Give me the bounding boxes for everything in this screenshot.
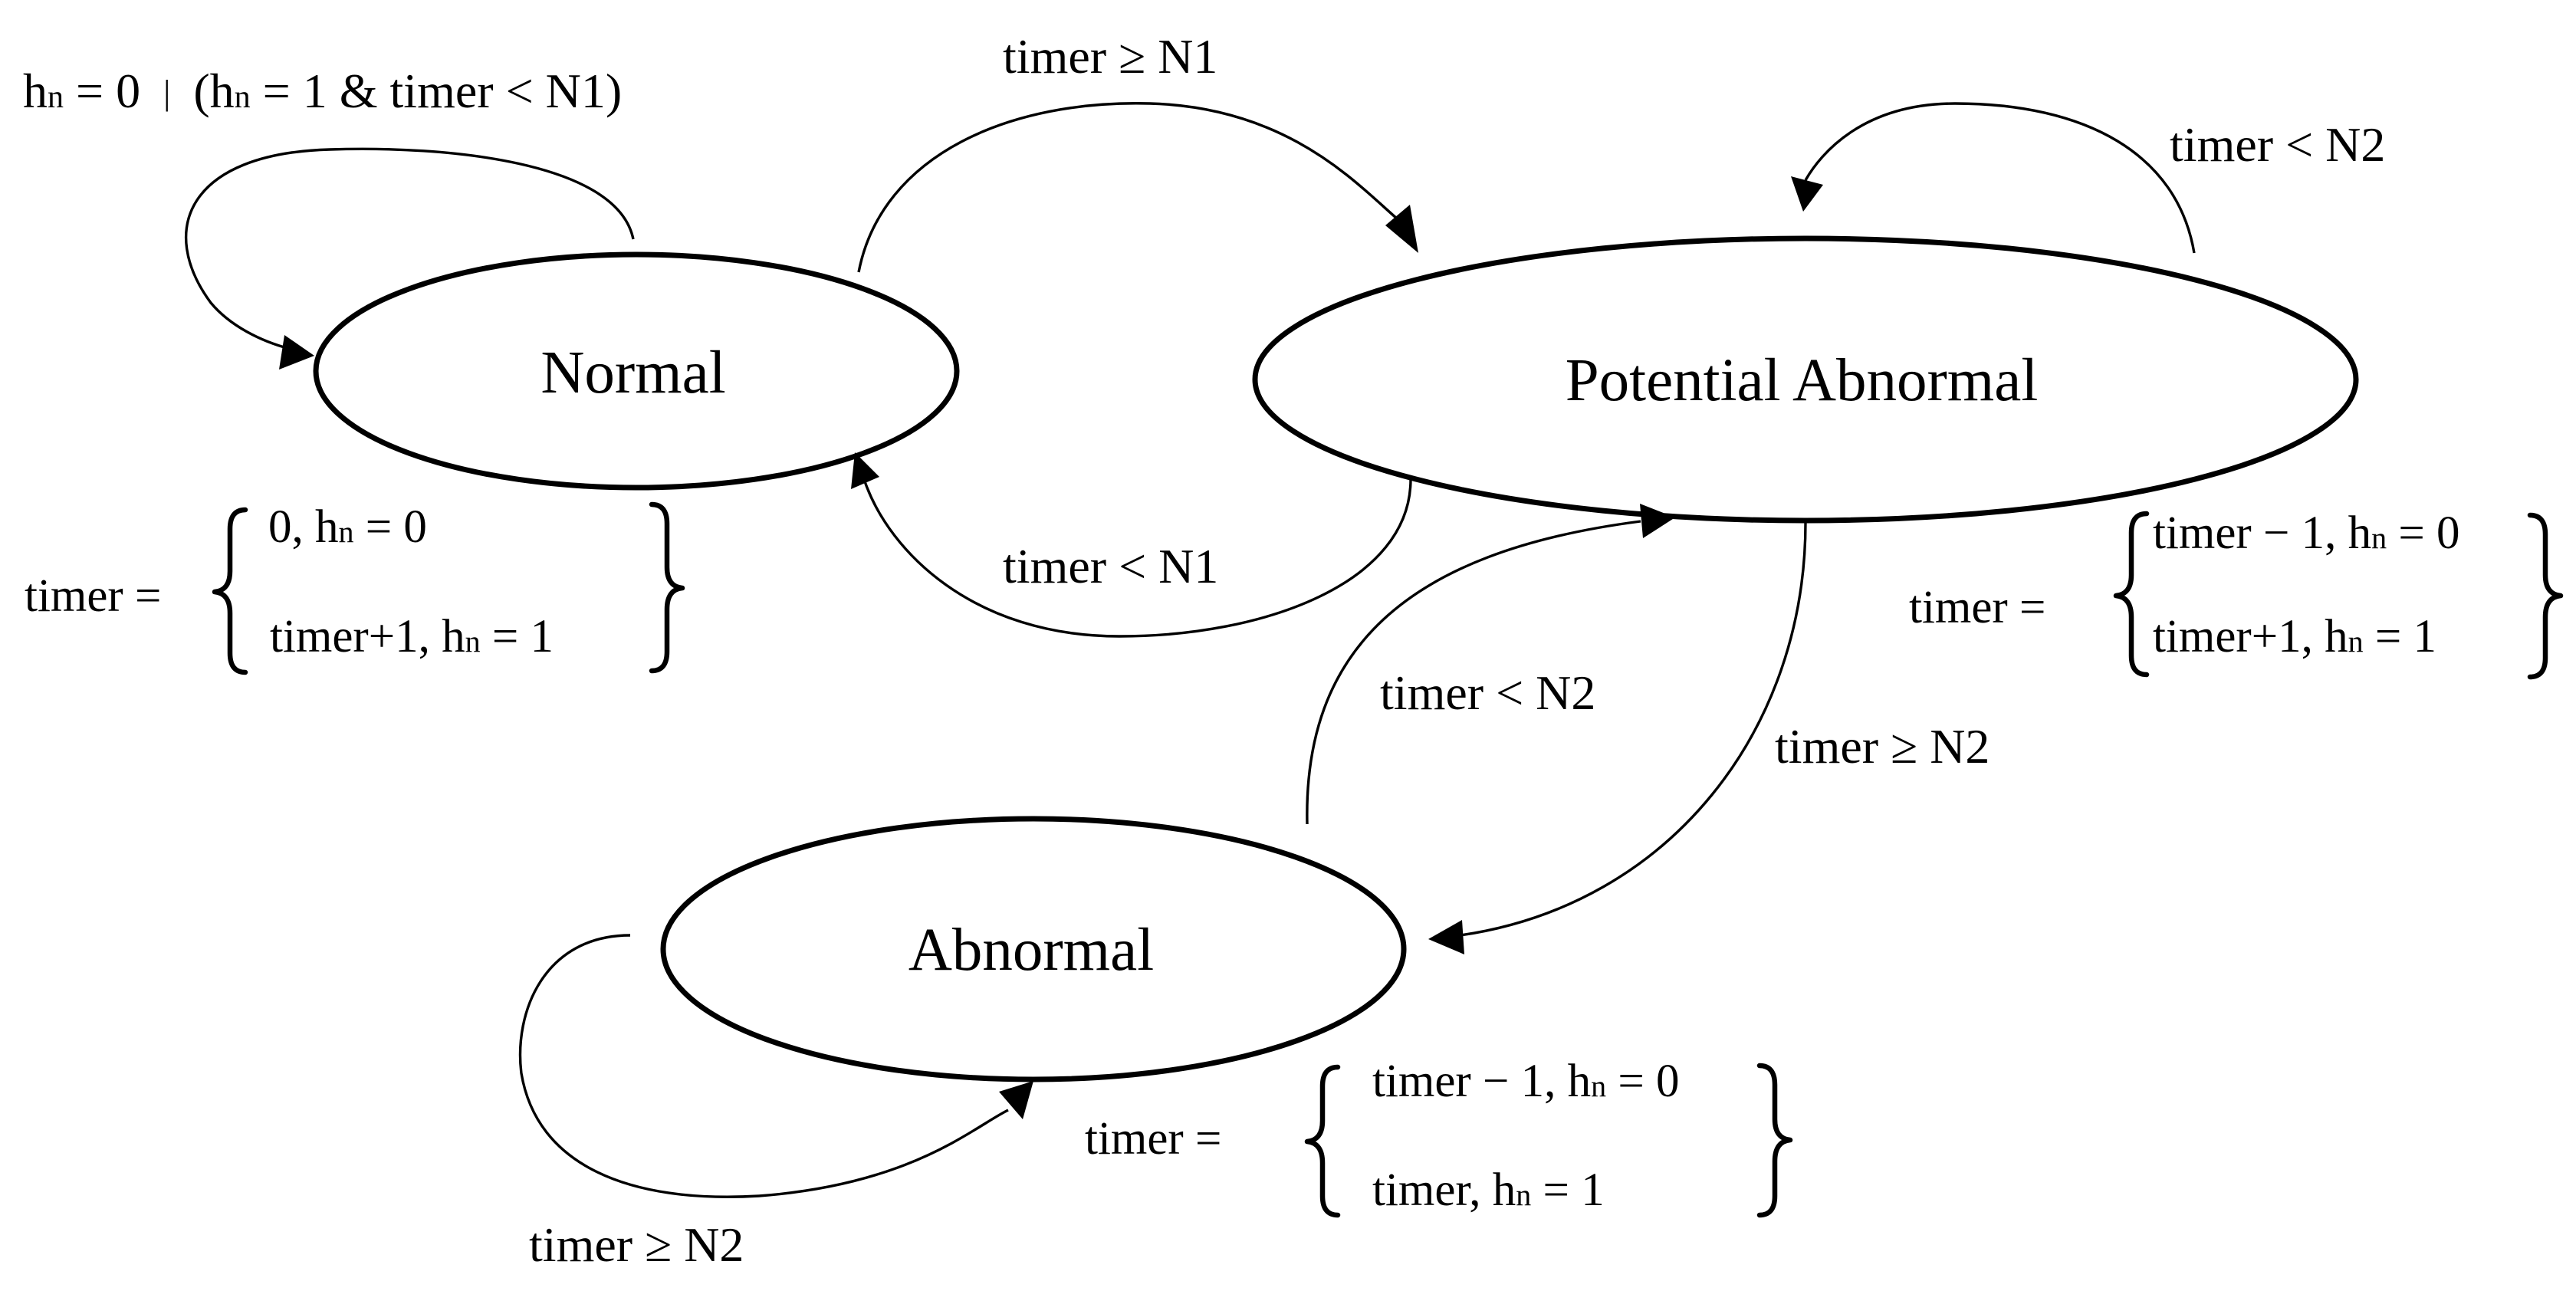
state-normal: Normal bbox=[313, 251, 960, 491]
transition-potential-to-normal bbox=[851, 452, 1412, 638]
transition-potential-to-normal-arc bbox=[863, 478, 1412, 638]
transition-potential-to-abnormal bbox=[1428, 522, 1807, 954]
transition-normal-self bbox=[185, 147, 635, 370]
transition-abnormal-to-potential-arc bbox=[1306, 520, 1641, 825]
state-potential-abnormal-ellipse bbox=[1252, 235, 2359, 524]
transition-abnormal-to-potential bbox=[1306, 504, 1675, 825]
timer-rule-potential-abnormal-lhs: timer = bbox=[1909, 582, 2045, 633]
transition-potential-to-abnormal-arc bbox=[1460, 522, 1807, 937]
state-abnormal: Abnormal bbox=[660, 816, 1407, 1082]
timer-rule-abnormal: timer = timer − 1, hn = 0 timer, hn = 1 bbox=[1085, 1056, 1793, 1218]
timer-rule-potential-abnormal-right-brace bbox=[2527, 512, 2564, 680]
state-normal-ellipse bbox=[313, 251, 960, 491]
transition-potential-to-abnormal-label: timer ≥ N2 bbox=[1775, 719, 1990, 774]
transition-potential-to-normal-arrow bbox=[851, 452, 879, 489]
timer-rule-normal: timer = 0, hn = 0 timer+1, hn = 1 bbox=[25, 501, 685, 675]
timer-rule-abnormal-case1: timer − 1, hn = 0 bbox=[1372, 1056, 1680, 1107]
transition-abnormal-self-arrow bbox=[999, 1081, 1033, 1119]
timer-rule-normal-case1: 0, hn = 0 bbox=[268, 501, 427, 553]
transition-potential-to-normal-label: timer < N1 bbox=[1003, 539, 1218, 593]
state-abnormal-ellipse bbox=[660, 816, 1407, 1082]
timer-rule-potential-abnormal-case2: timer+1, hn = 1 bbox=[2153, 611, 2436, 662]
transition-abnormal-to-potential-label: timer < N2 bbox=[1380, 665, 1595, 720]
transition-normal-to-potential-label: timer ≥ N1 bbox=[1003, 29, 1217, 84]
transition-abnormal-self-arc bbox=[518, 934, 1009, 1198]
timer-rule-normal-case2: timer+1, hn = 1 bbox=[270, 611, 554, 662]
state-abnormal-label: Abnormal bbox=[909, 917, 1154, 984]
transition-potential-self bbox=[1791, 102, 2196, 254]
timer-rule-potential-abnormal: timer = timer − 1, hn = 0 timer+1, hn = … bbox=[1909, 508, 2564, 680]
transition-potential-self-arrow bbox=[1791, 176, 1823, 212]
timer-rule-normal-lhs: timer = bbox=[25, 570, 161, 622]
transition-normal-self-arrow bbox=[279, 335, 314, 370]
timer-rule-abnormal-case2: timer, hn = 1 bbox=[1372, 1165, 1605, 1216]
state-potential-abnormal: Potential Abnormal bbox=[1252, 235, 2359, 524]
timer-rule-abnormal-lhs: timer = bbox=[1085, 1113, 1221, 1165]
transition-normal-to-potential-arrow bbox=[1385, 205, 1418, 253]
transition-normal-self-label: hn = 0 | (hn = 1 & timer < N1) bbox=[23, 64, 622, 118]
transition-normal-self-arc bbox=[185, 147, 635, 350]
transition-potential-self-arc bbox=[1804, 102, 2196, 254]
transition-potential-to-abnormal-arrow bbox=[1428, 920, 1464, 954]
timer-rule-potential-abnormal-left-brace bbox=[2113, 511, 2150, 678]
timer-rule-normal-right-brace bbox=[649, 501, 685, 674]
transition-normal-to-potential-arc bbox=[857, 102, 1398, 273]
state-potential-abnormal-label: Potential Abnormal bbox=[1566, 347, 2039, 414]
transition-abnormal-self-label: timer ≥ N2 bbox=[529, 1217, 744, 1272]
transition-abnormal-self bbox=[518, 934, 1033, 1198]
timer-rule-abnormal-right-brace bbox=[1756, 1063, 1793, 1218]
transition-normal-to-potential bbox=[857, 102, 1418, 273]
timer-rule-abnormal-left-brace bbox=[1304, 1064, 1341, 1218]
timer-rule-normal-left-brace bbox=[212, 507, 248, 675]
state-normal-label: Normal bbox=[540, 340, 725, 406]
transition-abnormal-to-potential-arrow bbox=[1640, 504, 1675, 538]
timer-rule-potential-abnormal-case1: timer − 1, hn = 0 bbox=[2153, 508, 2460, 559]
transition-potential-self-label: timer < N2 bbox=[2170, 117, 2385, 172]
